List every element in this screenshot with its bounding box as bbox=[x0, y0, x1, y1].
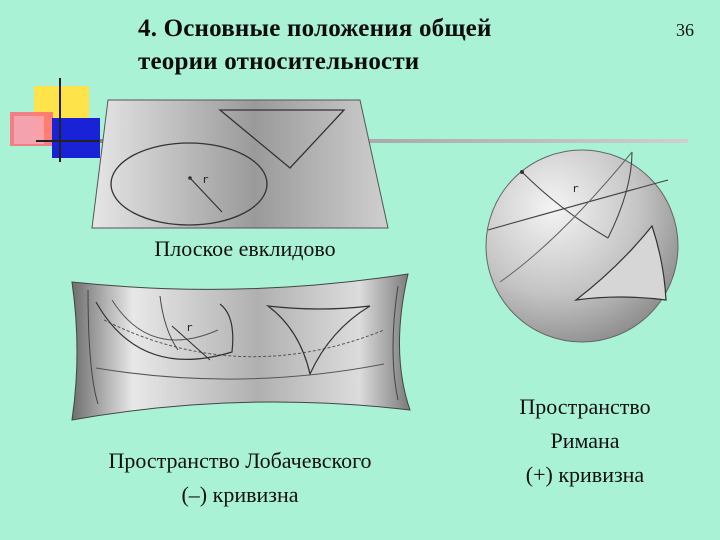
slide-title-line-2: теории относительности bbox=[138, 48, 420, 75]
lobachevsky-triangle bbox=[265, 305, 371, 376]
caption-riemann-line-3: (+) кривизна bbox=[525, 462, 645, 487]
caption-riemann-line-1: Пространство bbox=[519, 394, 651, 419]
caption-lobachevsky-line-1: Пространство Лобачевского bbox=[108, 448, 372, 473]
lobachevsky-circle bbox=[95, 301, 234, 360]
flat-plane-figure: r bbox=[91, 99, 389, 229]
flat-radius-label: r bbox=[202, 173, 209, 186]
slide-title: 4. Основные положения общей теории относ… bbox=[138, 12, 658, 78]
caption-lobachevsky: Пространство Лобачевского (–) кривизна bbox=[55, 444, 425, 512]
caption-riemann-line-2: Римана bbox=[550, 428, 620, 453]
caption-riemann: Пространство Римана (+) кривизна bbox=[480, 390, 690, 492]
slide-title-line-1: 4. Основные положения общей bbox=[138, 15, 492, 42]
riemann-radius-label: r bbox=[572, 182, 579, 195]
flat-triangle bbox=[218, 109, 346, 169]
caption-flat-euclidean: Плоское евклидово bbox=[154, 236, 336, 261]
slide-number: 36 bbox=[676, 20, 694, 40]
caption-lobachevsky-line-2: (–) кривизна bbox=[181, 482, 299, 507]
lobachevsky-surface-figure: r bbox=[71, 273, 411, 421]
riemann-sphere-figure: r bbox=[485, 149, 679, 343]
riemann-triangle bbox=[573, 224, 667, 301]
horizontal-rule bbox=[100, 139, 688, 143]
flat-circle bbox=[110, 142, 268, 226]
decorative-squares bbox=[10, 78, 112, 162]
lobachevsky-radius-label: r bbox=[186, 321, 193, 334]
